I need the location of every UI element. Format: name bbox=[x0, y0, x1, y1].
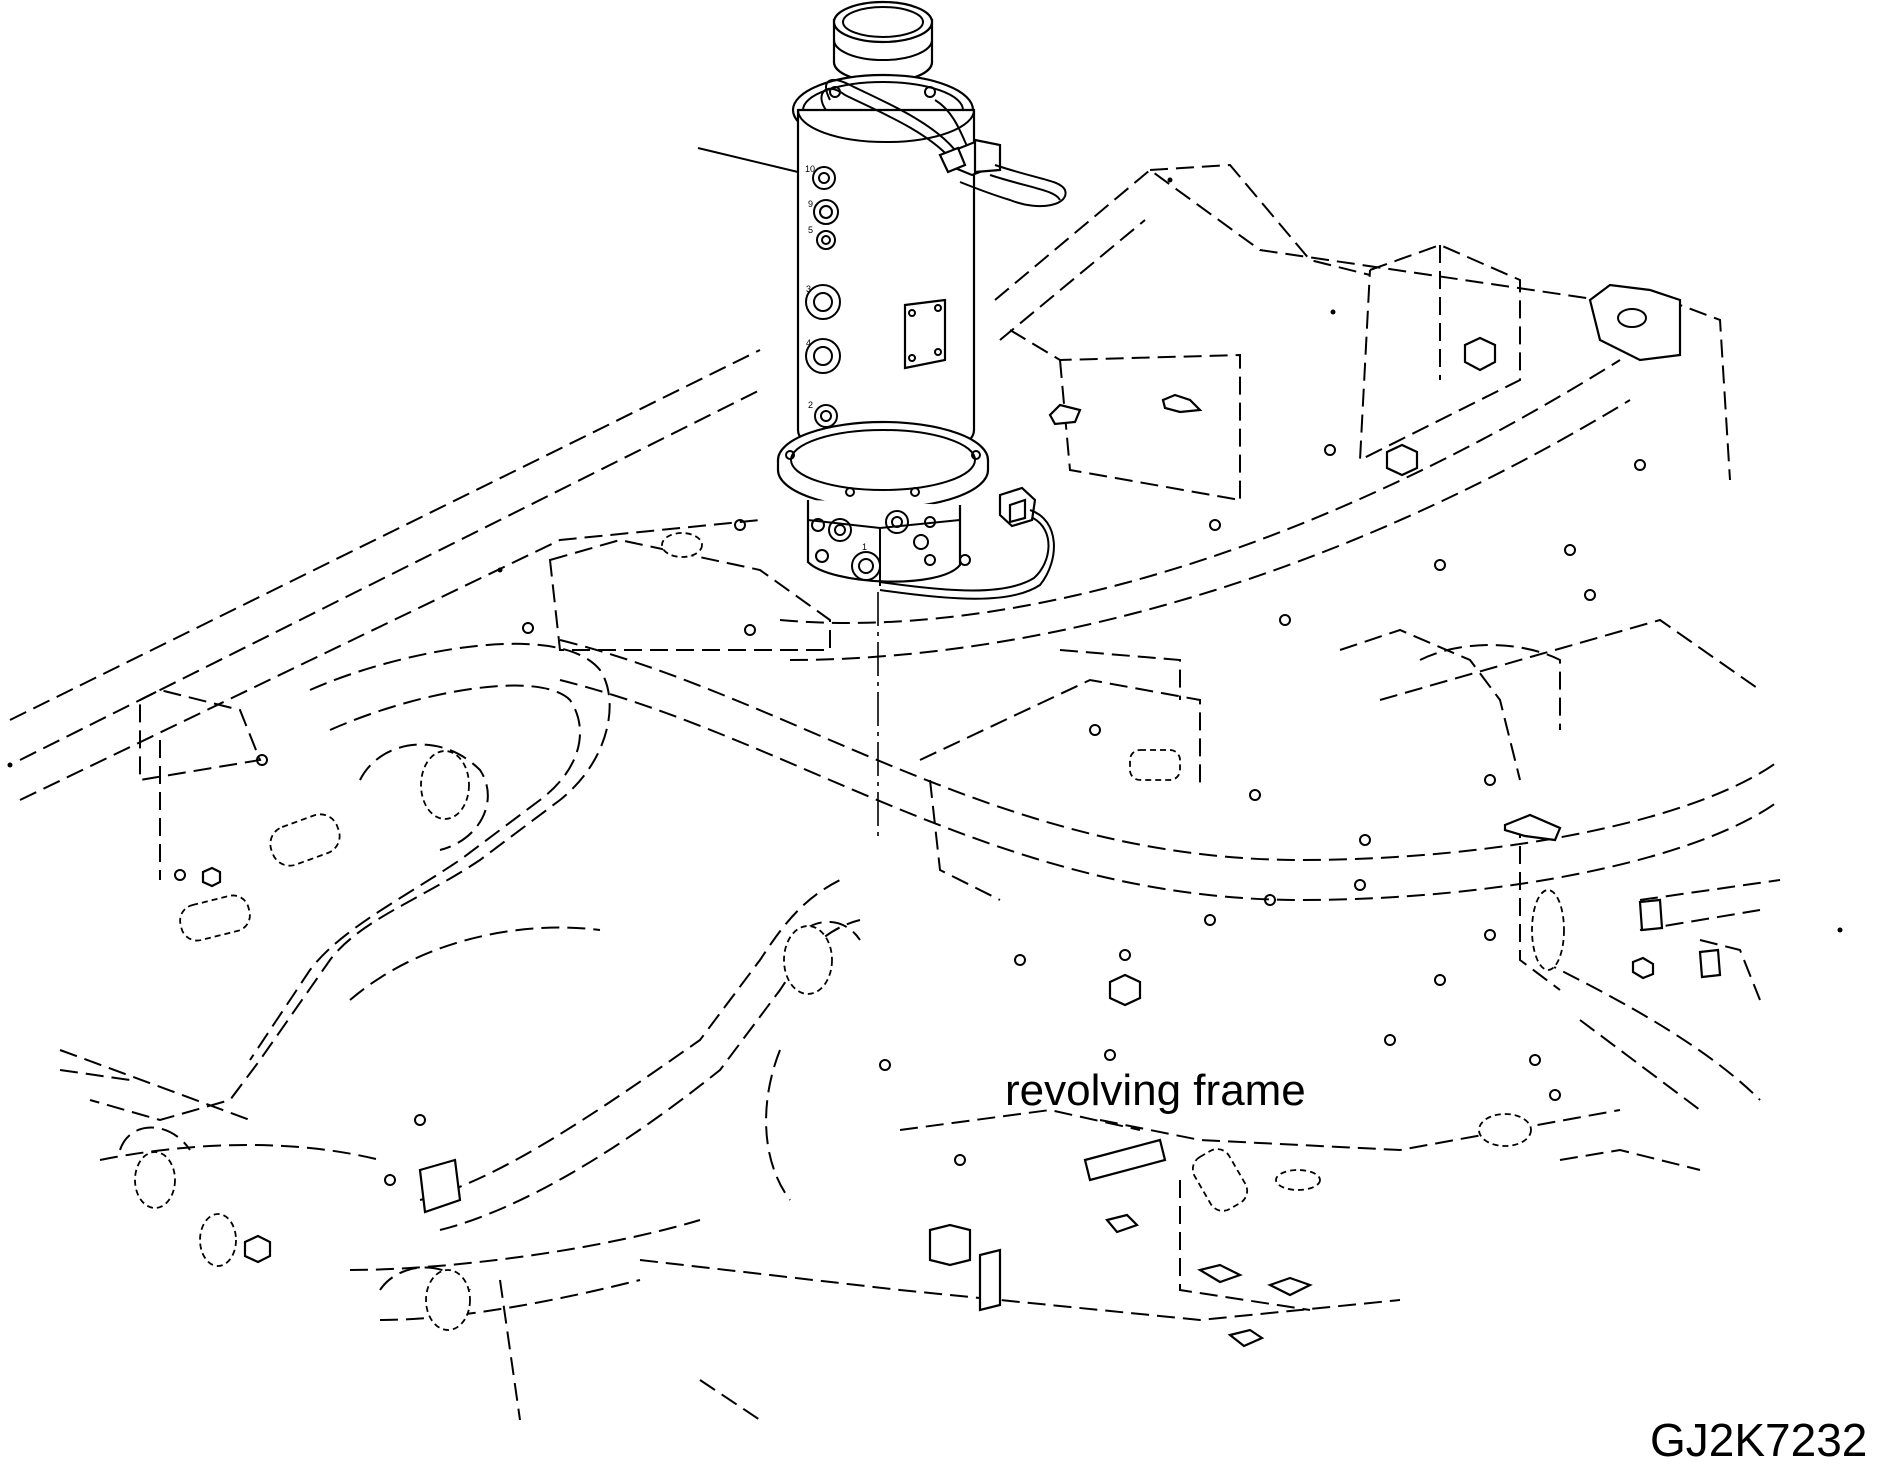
frame-rivets bbox=[7, 177, 1843, 1196]
swivel-joint: 10 9 5 3 4 2 1 1 bbox=[776, 0, 1067, 600]
svg-text:10: 10 bbox=[805, 164, 815, 174]
frame-hardware bbox=[201, 283, 1722, 1348]
svg-text:2: 2 bbox=[808, 400, 813, 410]
frame-holes bbox=[134, 532, 1565, 1331]
svg-text:1: 1 bbox=[862, 542, 867, 552]
revolving-frame-label: revolving frame bbox=[1005, 1066, 1306, 1115]
svg-text:4: 4 bbox=[806, 338, 811, 348]
leader-line bbox=[697, 147, 799, 173]
svg-text:9: 9 bbox=[808, 199, 813, 209]
drawing-code-label: GJ2K7232 bbox=[1650, 1414, 1868, 1466]
svg-text:5: 5 bbox=[808, 225, 813, 235]
svg-text:3: 3 bbox=[806, 284, 811, 294]
